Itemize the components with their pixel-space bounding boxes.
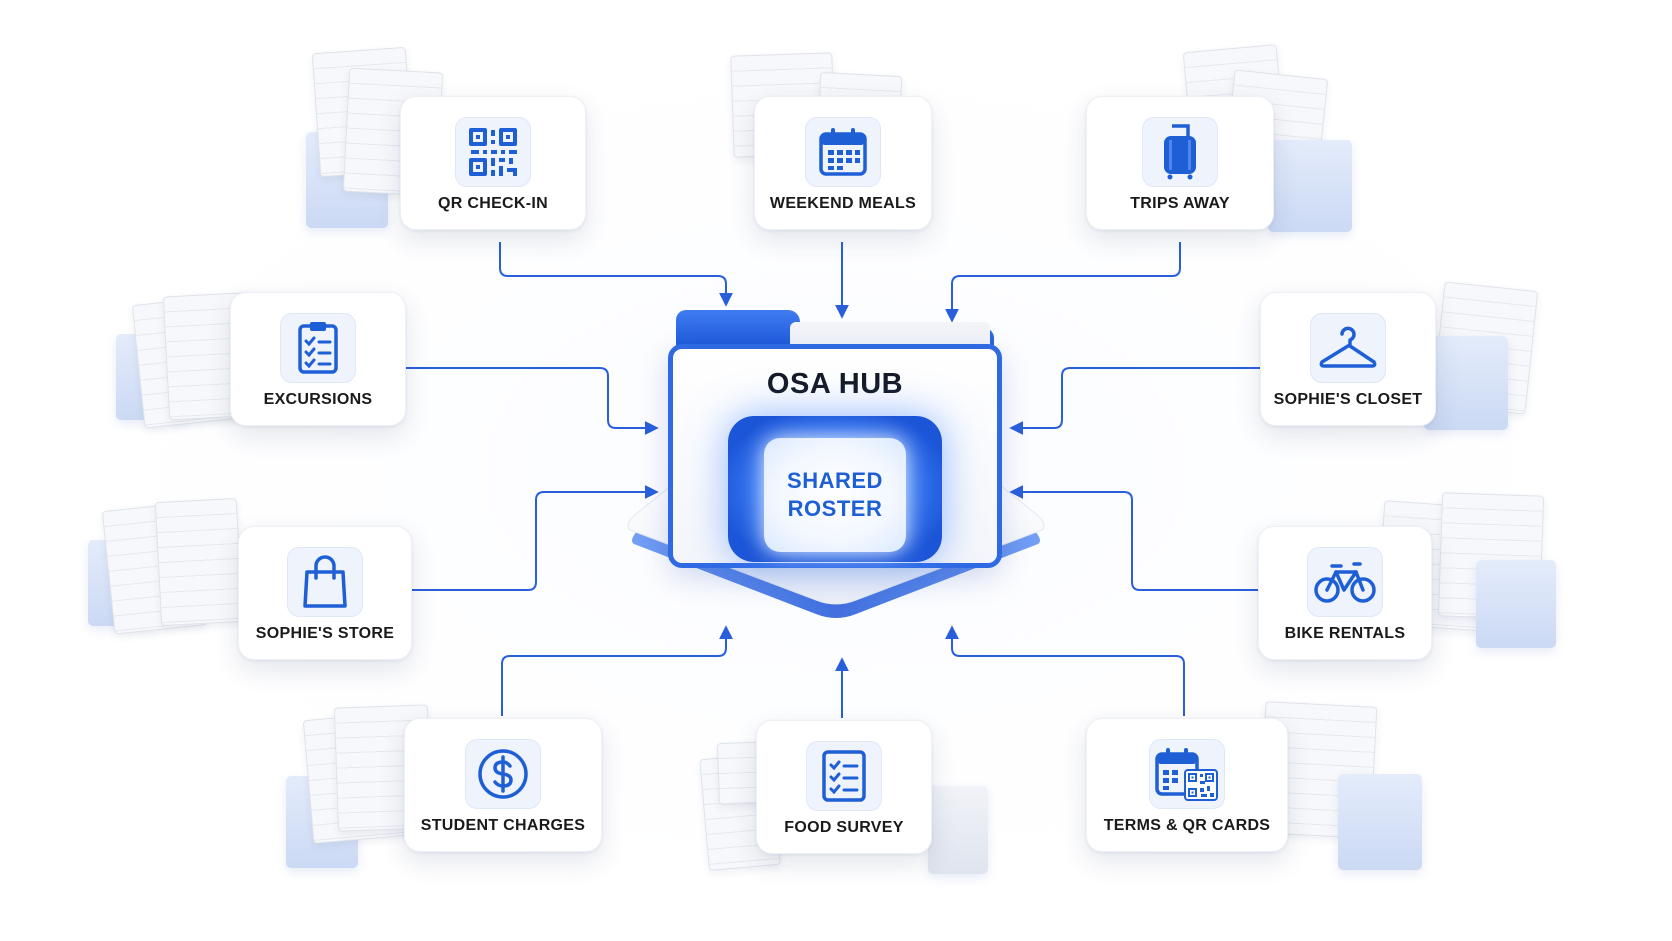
module-label: STUDENT CHARGES bbox=[420, 817, 586, 834]
icon-tile bbox=[1142, 117, 1218, 187]
document-stack bbox=[699, 726, 988, 896]
module-card-bike-rentals[interactable]: BIKE RENTALS bbox=[1258, 526, 1432, 660]
document-stack bbox=[116, 290, 286, 460]
connector-terms-qr-cards bbox=[945, 625, 1185, 716]
shared-roster-label-line2: ROSTER bbox=[787, 496, 883, 521]
connector-sophies-store bbox=[412, 485, 659, 591]
icon-tile bbox=[1310, 313, 1386, 383]
module-label: TERMS & QR CARDS bbox=[1103, 817, 1271, 834]
bicycle-icon bbox=[1314, 562, 1376, 603]
qr-code-icon bbox=[469, 128, 517, 176]
connector-sophies-closet bbox=[1009, 367, 1260, 435]
module-label: SOPHIE'S STORE bbox=[255, 625, 395, 642]
calendar-icon bbox=[819, 128, 867, 176]
icon-tile bbox=[1149, 739, 1225, 809]
module-label: WEEKEND MEALS bbox=[769, 195, 917, 212]
icon-tile bbox=[455, 117, 531, 187]
module-card-trips-away[interactable]: TRIPS AWAY bbox=[1086, 96, 1274, 230]
document-stack bbox=[1375, 492, 1556, 664]
module-card-qr-check-in[interactable]: QR CHECK-IN bbox=[400, 96, 586, 230]
module-label: BIKE RENTALS bbox=[1284, 625, 1406, 642]
module-label: FOOD SURVEY bbox=[784, 819, 904, 836]
icon-tile bbox=[805, 117, 881, 187]
module-card-sophies-closet[interactable]: SOPHIE'S CLOSET bbox=[1260, 292, 1436, 426]
module-card-excursions[interactable]: EXCURSIONS bbox=[230, 292, 406, 426]
module-card-student-charges[interactable]: STUDENT CHARGES bbox=[404, 718, 602, 852]
module-label: SOPHIE'S CLOSET bbox=[1273, 391, 1423, 408]
checklist-icon bbox=[822, 750, 866, 802]
icon-tile bbox=[1307, 547, 1383, 617]
suitcase-icon bbox=[1164, 124, 1196, 180]
module-label: TRIPS AWAY bbox=[1130, 195, 1230, 212]
document-stack bbox=[306, 40, 476, 228]
connector-qr-check-in bbox=[499, 242, 733, 307]
module-label: EXCURSIONS bbox=[263, 391, 373, 408]
connector-excursions bbox=[405, 367, 659, 435]
icon-tile bbox=[280, 313, 356, 383]
icon-tile bbox=[287, 547, 363, 617]
hub-folder-tab bbox=[676, 310, 800, 350]
document-stack bbox=[1182, 44, 1358, 232]
hub-title: OSA HUB bbox=[766, 368, 904, 400]
icon-tile bbox=[465, 739, 541, 809]
dollar-circle-icon bbox=[478, 749, 528, 799]
connector-bike-rentals bbox=[1009, 485, 1258, 591]
shopping-bag-icon bbox=[303, 555, 347, 608]
module-card-terms-qr-cards[interactable]: TERMS & QR CARDS bbox=[1086, 718, 1288, 852]
module-card-sophies-store[interactable]: SOPHIE'S STORE bbox=[238, 526, 412, 660]
shared-roster-card[interactable]: SHARED ROSTER bbox=[764, 438, 906, 552]
connector-trips-away bbox=[945, 242, 1181, 323]
shared-roster-label-line1: SHARED bbox=[787, 468, 883, 493]
module-card-weekend-meals[interactable]: WEEKEND MEALS bbox=[754, 96, 932, 230]
module-label: QR CHECK-IN bbox=[438, 195, 548, 212]
module-card-food-survey[interactable]: FOOD SURVEY bbox=[756, 720, 932, 854]
clipboard-checklist-icon bbox=[298, 322, 338, 374]
document-stack bbox=[1420, 281, 1590, 456]
calendar-qr-icon bbox=[1155, 748, 1218, 801]
document-stack bbox=[88, 497, 258, 670]
icon-tile bbox=[806, 741, 882, 811]
connector-student-charges bbox=[501, 625, 733, 716]
hanger-icon bbox=[1319, 326, 1377, 368]
document-stack bbox=[1258, 701, 1432, 874]
document-stack bbox=[286, 704, 456, 876]
